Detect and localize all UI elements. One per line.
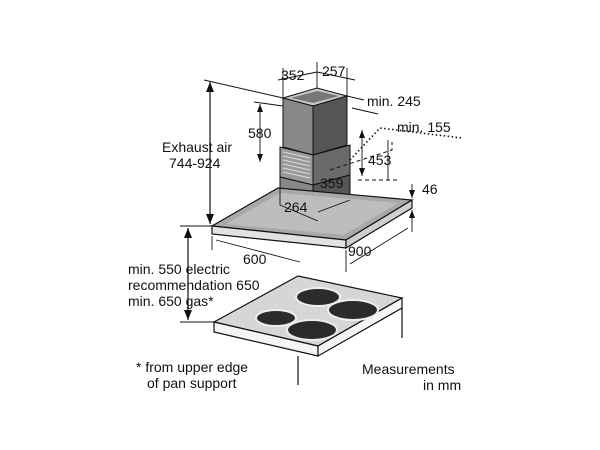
cooking-zone-front-left	[255, 309, 297, 327]
cooking-zone-back-left	[295, 287, 341, 307]
chimney-width-label: 257	[322, 63, 346, 79]
cooktop	[212, 275, 404, 385]
dim-359-label: 359	[320, 175, 344, 191]
chimney-depth-label: 352	[281, 67, 305, 83]
recommendation-650-label: recommendation 650	[128, 277, 260, 293]
measurements-line-1: Measurements	[362, 361, 455, 377]
dim-264-label: 264	[284, 199, 308, 215]
min-650-gas-label: min. 650 gas*	[128, 293, 214, 309]
measurements-line-2: in mm	[423, 377, 461, 393]
min-550-electric-label: min. 550 electric	[128, 261, 230, 277]
canopy-width-label: 900	[348, 243, 372, 259]
dimension-lines	[180, 62, 463, 323]
footnote-line-2: of pan support	[147, 375, 237, 391]
exhaust-air-title: Exhaust air	[162, 139, 232, 155]
hood-canopy	[210, 187, 414, 250]
height-580-label: 580	[248, 125, 272, 141]
canopy-depth-label: 600	[243, 251, 267, 267]
height-453-label: 453	[368, 152, 392, 168]
canopy-thickness-label: 46	[422, 181, 438, 197]
cooking-zone-front-right	[286, 319, 338, 341]
min-155-label: min. 155	[397, 119, 451, 135]
footnote-line-1: * from upper edge	[136, 359, 248, 375]
cooking-zone-back-right	[327, 299, 379, 321]
min-245-label: min. 245	[367, 93, 421, 109]
exhaust-air-range: 744-924	[169, 155, 221, 171]
